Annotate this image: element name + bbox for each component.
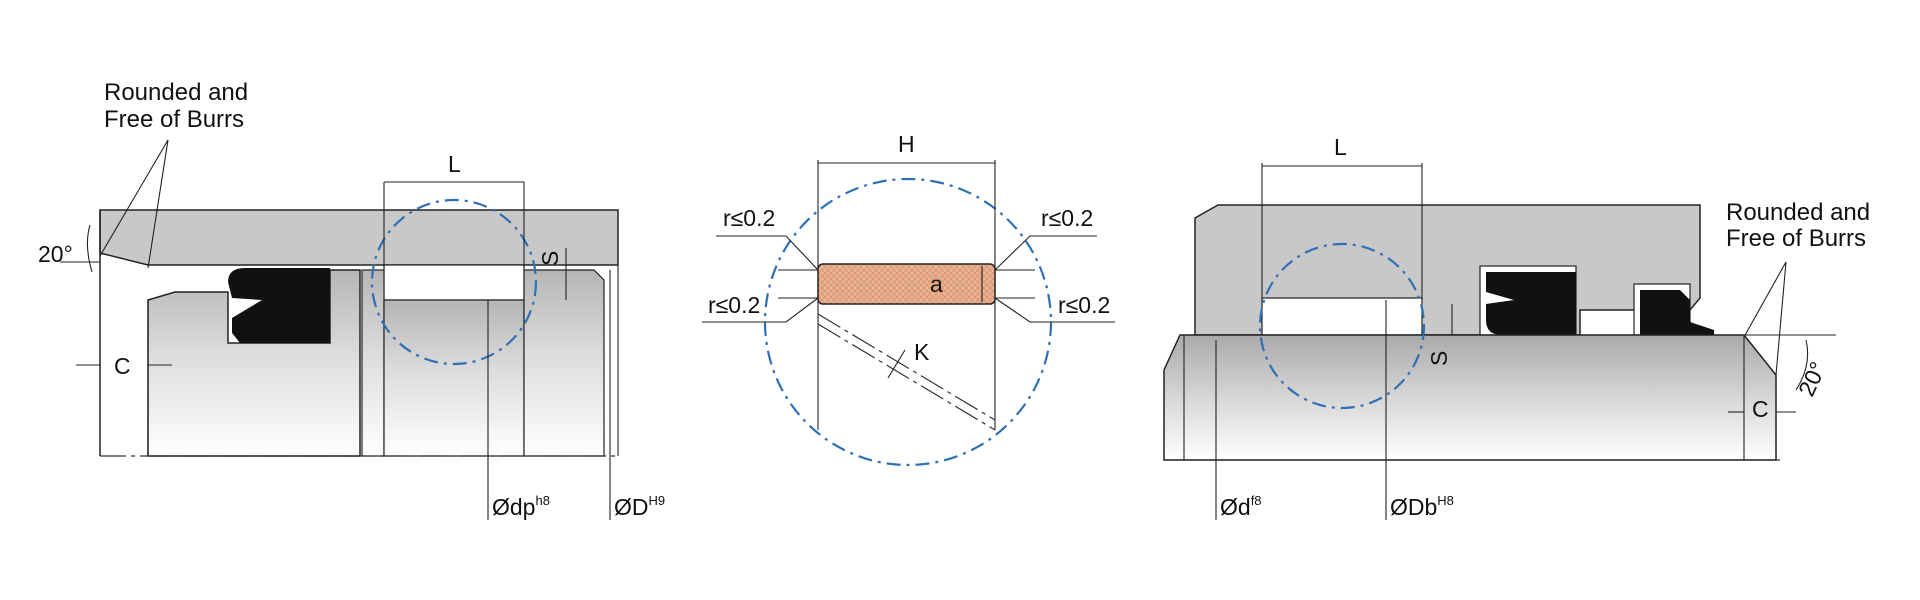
middle-height-label: a <box>930 271 943 297</box>
left-angle-label: 20° <box>38 241 73 267</box>
right-note-line2: Free of Burrs <box>1726 225 1866 252</box>
left-note-line1: Rounded and <box>104 79 248 106</box>
middle-gap-label: K <box>914 339 930 365</box>
middle-radius-tl: r≤0.2 <box>723 205 775 231</box>
left-length-label: L <box>448 151 461 177</box>
middle-radius-br: r≤0.2 <box>1058 292 1110 318</box>
left-gland-cutout <box>383 264 525 301</box>
left-section-label: S <box>537 251 563 266</box>
right-u-seal <box>1486 272 1576 335</box>
middle-detail-circle <box>763 177 1053 467</box>
middle-radius-tr: r≤0.2 <box>1041 205 1093 231</box>
right-note-line1: Rounded and <box>1726 199 1870 226</box>
middle-detail-view: H a r≤0.2 r≤0.2 r≤0.2 r≤0.2 K <box>702 131 1115 467</box>
right-rod-dia-label: Ødf8 <box>1220 493 1262 520</box>
right-wiper <box>1640 290 1714 335</box>
left-piston-end <box>523 269 605 457</box>
right-gland-cutout <box>1261 297 1423 336</box>
middle-radius-bl: r≤0.2 <box>708 292 760 318</box>
right-rod <box>1163 334 1777 461</box>
middle-width-label: H <box>898 131 915 157</box>
right-section-label: S <box>1426 351 1452 366</box>
right-rod-view: L S C 20° Rounded and Free of Burrs Ødf8… <box>1163 134 1870 520</box>
right-chamfer-label: C <box>1752 396 1769 422</box>
left-piston-view: L S C 20° Rounded and Free of Burrs Ødph… <box>38 79 665 520</box>
left-detail-circle <box>370 198 538 366</box>
right-angle-label: 20° <box>1793 358 1831 401</box>
left-note-line2: Free of Burrs <box>104 106 244 133</box>
right-detail-circle <box>1258 242 1426 410</box>
middle-ring <box>817 263 996 305</box>
right-length-label: L <box>1334 134 1347 160</box>
left-piston-land <box>383 299 525 457</box>
left-dp-label: Ødph8 <box>492 493 550 520</box>
left-chamfer-label: C <box>114 353 131 379</box>
right-bush-dia-label: ØDbH8 <box>1390 493 1454 520</box>
left-u-seal <box>228 268 330 343</box>
left-bore-label: ØDH9 <box>614 493 665 520</box>
